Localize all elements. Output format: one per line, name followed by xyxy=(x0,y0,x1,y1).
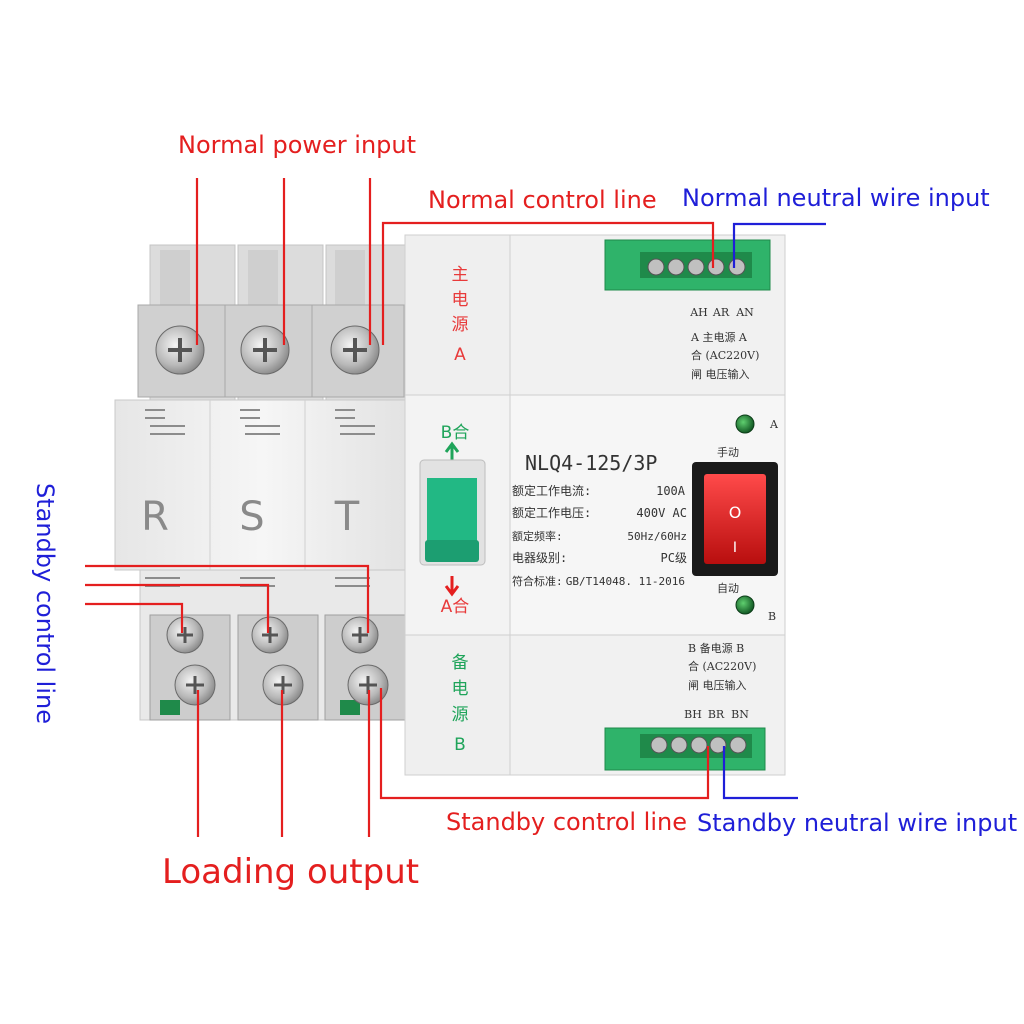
indicator-b-label: B xyxy=(768,610,776,623)
top-screws xyxy=(155,325,380,375)
normal-control-line-wire xyxy=(381,221,715,345)
model-number: NLQ4-125/3P xyxy=(525,451,657,475)
rocker-on-symbol: I xyxy=(733,540,737,556)
standby-source-char-4: B xyxy=(454,735,466,755)
bottom-screws xyxy=(166,616,389,706)
auto-label: 自动 xyxy=(717,582,739,595)
label-standby-neutral-wire-input: Standby neutral wire input xyxy=(697,809,1017,837)
label-normal-neutral-wire-input: Normal neutral wire input xyxy=(682,184,990,212)
label-standby-control-line-left: Standby control line xyxy=(31,483,59,724)
standby-source-char-3: 源 xyxy=(452,705,469,725)
terminal-b-line-2: 合 (AC220V) xyxy=(688,659,756,673)
spec-key-2: 额定工作电压: xyxy=(512,505,591,520)
label-normal-control-line: Normal control line xyxy=(428,186,657,214)
terminal-a-code-ah: AH xyxy=(689,306,708,319)
terminal-a-line-3: 闸 电压输入 xyxy=(691,367,750,381)
label-normal-power-input: Normal power input xyxy=(178,131,416,159)
indicator-b-led xyxy=(735,595,755,615)
standby-source-char-2: 电 xyxy=(452,679,469,699)
terminal-b-line-1: B 备电源 B xyxy=(688,641,744,655)
manual-auto-rocker-switch[interactable] xyxy=(692,462,778,576)
rocker-off-symbol: O xyxy=(729,503,742,522)
indicator-a-label: A xyxy=(769,418,779,431)
standby-control-line-wires xyxy=(85,564,370,633)
spec-key-5: 符合标准: xyxy=(512,574,563,588)
label-standby-control-line-bottom: Standby control line xyxy=(446,808,687,836)
main-source-char-4: A xyxy=(454,345,466,365)
terminal-strip-b xyxy=(604,727,766,771)
spec-val-2: 400V AC xyxy=(636,506,687,520)
normal-neutral-wire xyxy=(732,222,826,268)
terminal-b-code-bn: BN xyxy=(731,708,749,721)
spec-val-3: 50Hz/60Hz xyxy=(627,530,687,543)
a-close-label: A合 xyxy=(441,597,470,617)
terminal-b-code-bh: BH xyxy=(684,708,702,721)
spec-key-4: 电器级别: xyxy=(512,551,567,565)
spec-key-1: 额定工作电流: xyxy=(512,483,591,498)
main-source-char-3: 源 xyxy=(452,315,469,335)
b-close-label: B合 xyxy=(441,423,470,443)
standby-control-line-wire-bottom xyxy=(379,688,710,800)
terminal-a-line-2: 合 (AC220V) xyxy=(691,348,759,362)
terminal-a-code-ar: AR xyxy=(712,306,730,319)
terminal-b-line-3: 闸 电压输入 xyxy=(688,678,747,692)
standby-neutral-wire xyxy=(722,746,798,800)
spec-val-1: 100A xyxy=(656,484,686,498)
terminal-b-code-br: BR xyxy=(708,708,725,721)
indicator-a-led xyxy=(735,414,755,434)
transfer-handle[interactable] xyxy=(419,459,486,566)
spec-key-3: 额定频率: xyxy=(512,529,563,543)
manual-label: 手动 xyxy=(717,445,739,459)
phase-letter-s: S xyxy=(239,494,264,540)
standby-source-char-1: 备 xyxy=(452,653,469,673)
down-arrow-icon xyxy=(444,576,460,597)
label-loading-output: Loading output xyxy=(162,852,419,892)
spec-val-4: PC级 xyxy=(661,551,687,565)
terminal-strip-a xyxy=(604,239,771,291)
spec-val-5: GB/T14048. 11-2016 xyxy=(566,575,685,588)
terminal-a-code-an: AN xyxy=(735,306,754,319)
up-arrow-icon xyxy=(444,441,460,460)
terminal-a-line-1: A 主电源 A xyxy=(690,330,748,344)
loading-output-wires xyxy=(196,690,371,837)
normal-power-input-wires xyxy=(195,178,372,345)
phase-letter-r: R xyxy=(141,494,169,540)
main-source-char-2: 电 xyxy=(452,290,469,310)
main-source-char-1: 主 xyxy=(452,265,469,285)
phase-letter-t: T xyxy=(334,494,360,540)
